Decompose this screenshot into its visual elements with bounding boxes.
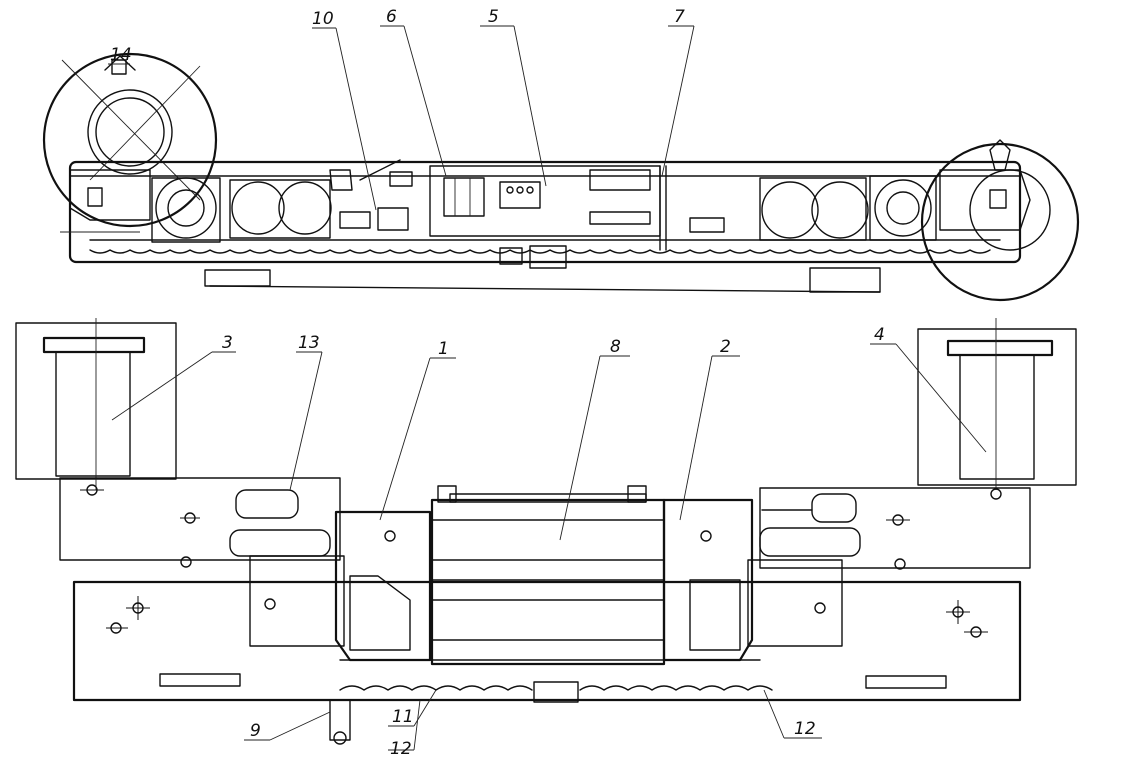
label-5: 5 (488, 7, 499, 27)
label-12-left: 12 (390, 739, 412, 759)
label-4: 4 (874, 325, 885, 345)
right-wheels (759, 175, 937, 241)
label-13: 13 (298, 333, 320, 353)
left-wheels (151, 177, 332, 243)
side-frame (68, 160, 1022, 264)
callout-labels: 14 10 6 5 7 3 13 1 8 2 4 9 11 12 12 (110, 7, 885, 759)
right-drum (920, 139, 1080, 302)
label-10: 10 (312, 9, 334, 29)
central-cylinder-8 (430, 498, 666, 666)
label-3: 3 (222, 333, 233, 353)
label-12-right: 12 (794, 719, 816, 739)
label-9: 9 (250, 721, 261, 741)
plan-view (15, 318, 1077, 745)
plan-chain-track (159, 659, 947, 703)
label-7: 7 (674, 7, 685, 27)
label-11: 11 (392, 707, 414, 727)
main-bed (72, 580, 1022, 702)
bracket-9 (329, 699, 351, 741)
label-8: 8 (610, 337, 621, 357)
label-2: 2 (720, 337, 731, 357)
right-drum-frame (917, 328, 1077, 486)
label-6: 6 (386, 7, 397, 27)
bolt-markers (80, 484, 1002, 638)
side-chain-track (89, 245, 1011, 269)
label-14: 14 (110, 45, 132, 65)
label-1: 1 (438, 339, 449, 359)
side-elevation-view (42, 52, 1080, 302)
callout-leaders (108, 25, 987, 751)
